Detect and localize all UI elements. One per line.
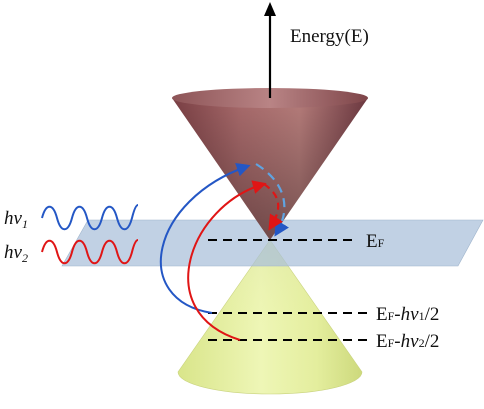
photon-label-hv1: hv1 [4, 208, 28, 231]
transition-arrow-red [187, 180, 267, 341]
level2-label: EF-hv2/2 [376, 331, 439, 352]
upper-cone [172, 88, 368, 240]
fermi-level-label: EF [366, 231, 385, 252]
energy-axis [264, 2, 276, 98]
relaxation-arrow-red [263, 183, 284, 231]
transition-arrow-blue [159, 163, 251, 314]
photon-wave-hv1 [41, 204, 139, 231]
lower-cone [177, 239, 363, 395]
level1-label: EF-hv1/2 [376, 304, 439, 325]
photon-label-hv2: hv2 [4, 242, 28, 265]
photon-wave-hv2 [41, 239, 139, 265]
energy-axis-label: Energy(E) [290, 26, 369, 47]
axis-arrowhead-icon [264, 2, 276, 16]
